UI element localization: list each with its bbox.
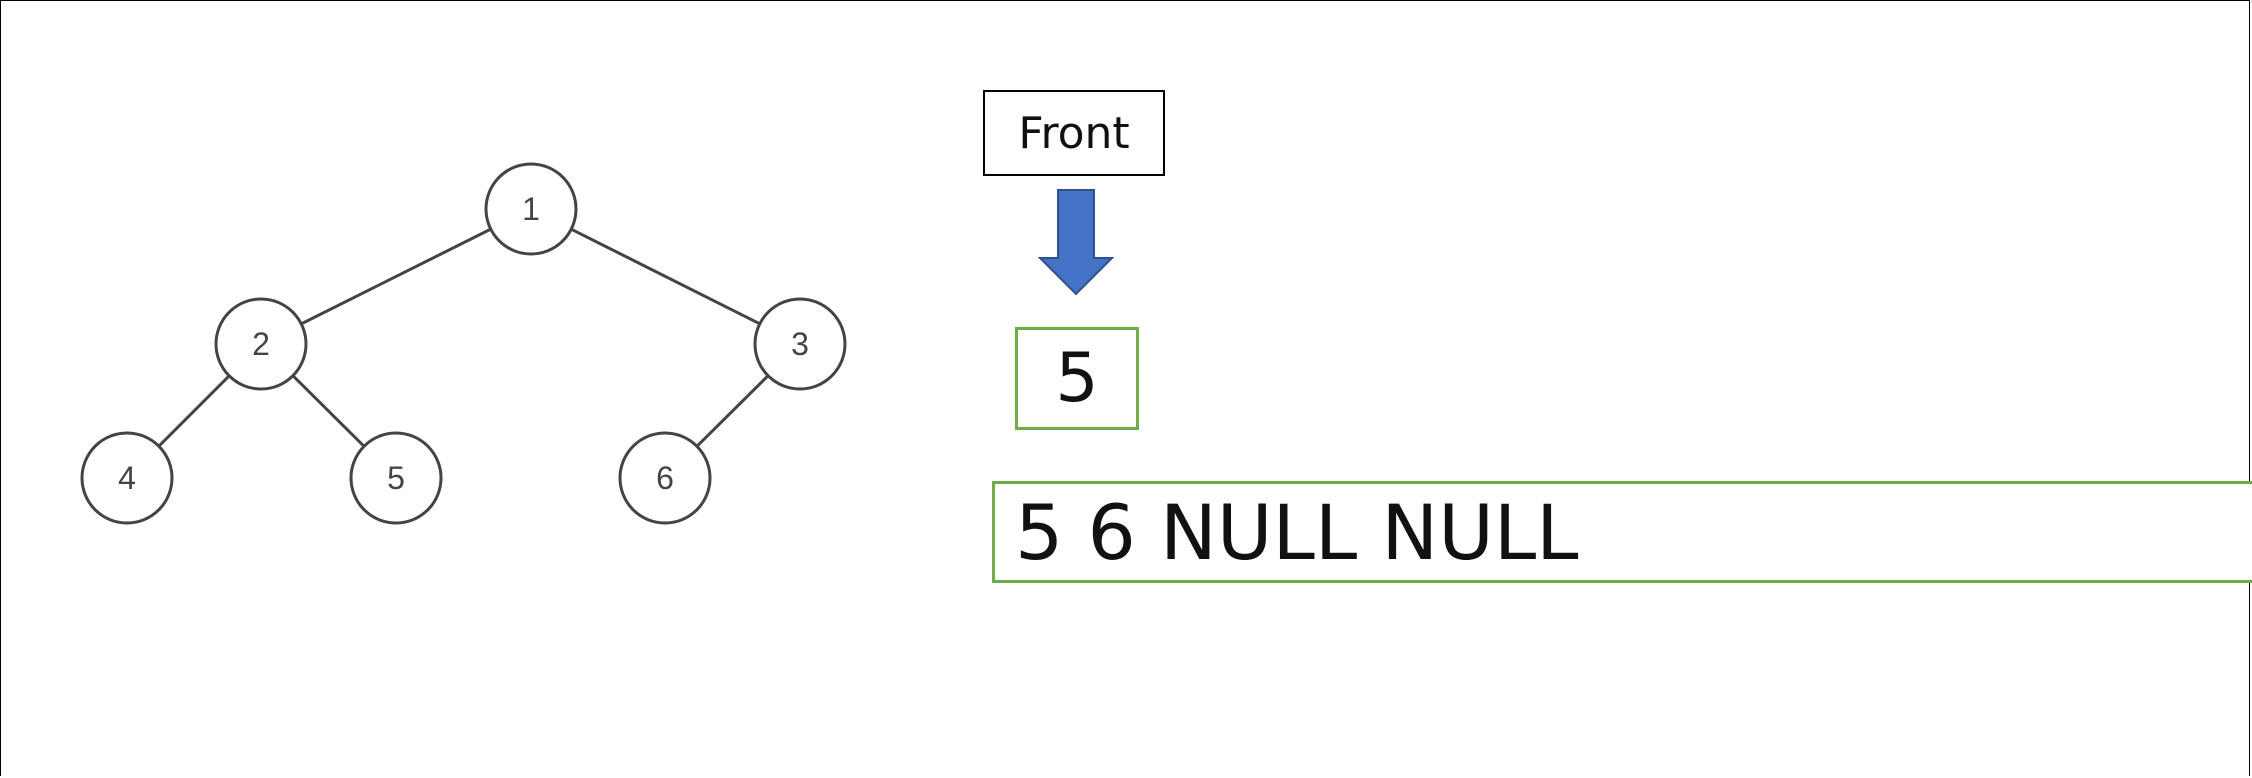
tree-node-1: 1 [484, 162, 578, 256]
tree-edge-1-2 [300, 227, 492, 326]
tree-node-label: 3 [791, 326, 809, 362]
down-arrow-icon [1037, 189, 1115, 296]
tree-node-5: 5 [349, 431, 443, 525]
tree-edges [157, 227, 770, 448]
tree-node-6: 6 [618, 431, 712, 525]
tree-node-label: 5 [387, 460, 405, 496]
tree-node-label: 2 [252, 326, 270, 362]
tree-edge-2-5 [291, 374, 366, 448]
tree-node-2: 2 [214, 297, 308, 391]
tree-node-circle [484, 162, 578, 256]
binary-tree: 1 2 3 4 5 6 [80, 162, 847, 525]
tree-node-label: 1 [522, 191, 540, 227]
tree-node-circle [349, 431, 443, 525]
tree-node-circle [618, 431, 712, 525]
tree-node-circle [753, 297, 847, 391]
tree-edge-2-4 [157, 374, 231, 448]
tree-nodes: 1 2 3 4 5 6 [80, 162, 847, 525]
tree-node-circle [80, 431, 174, 525]
down-arrow-shape [1037, 189, 1115, 296]
tree-node-label: 4 [118, 460, 136, 496]
tree-node-4: 4 [80, 431, 174, 525]
front-label: Front [983, 90, 1165, 176]
tree-edge-3-6 [695, 374, 770, 448]
tree-node-3: 3 [753, 297, 847, 391]
queue-contents: 5 6 NULL NULL [992, 481, 2252, 583]
tree-node-label: 6 [656, 460, 674, 496]
tree-edge-1-3 [570, 227, 761, 326]
queue-front-element: 5 [1015, 327, 1139, 430]
tree-node-circle [214, 297, 308, 391]
